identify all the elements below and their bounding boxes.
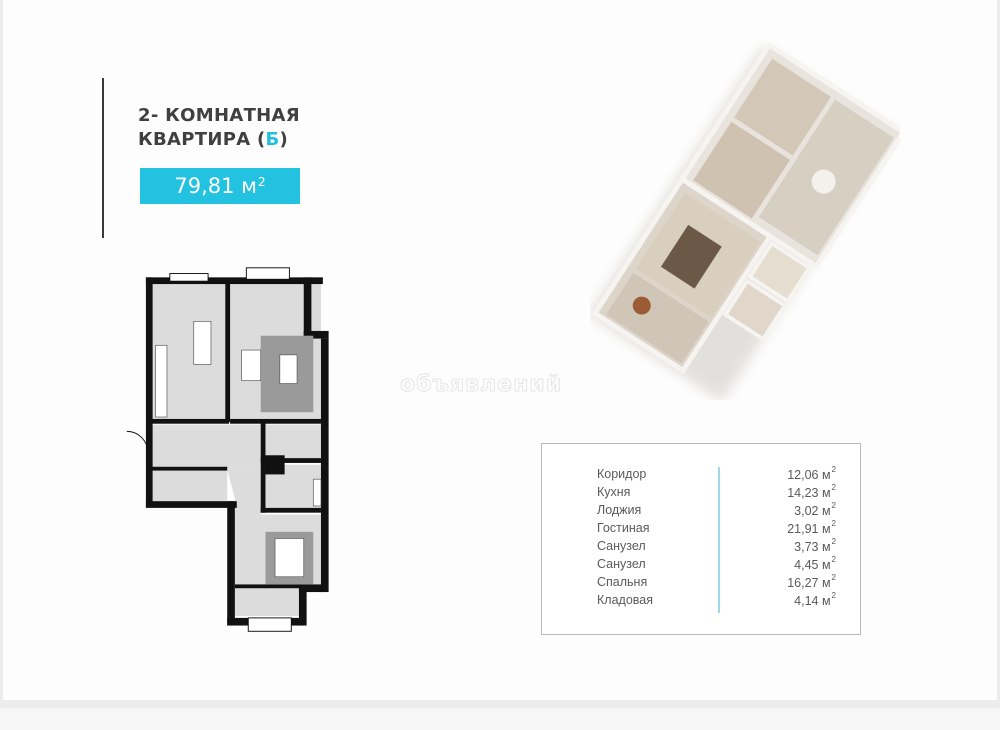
table-row: Гостиная 21,91 м2 bbox=[542, 519, 860, 539]
title-prefix: КВАРТИРА ( bbox=[138, 129, 266, 150]
frame-edge-right bbox=[997, 0, 1000, 730]
room-area: 4,14 м2 bbox=[794, 591, 836, 609]
room-name: Лоджия bbox=[597, 503, 642, 517]
room-name: Кладовая bbox=[597, 593, 653, 607]
total-area-value: 79,81 м bbox=[174, 174, 257, 198]
room-area: 16,27 м2 bbox=[787, 573, 836, 591]
floor-plan-2d bbox=[126, 267, 329, 632]
room-area: 4,45 м2 bbox=[794, 555, 836, 573]
frame-edge-left bbox=[0, 0, 3, 730]
title-suffix: ) bbox=[279, 129, 289, 150]
bottom-strip bbox=[0, 708, 1000, 730]
floor-plan-3d-render bbox=[590, 41, 900, 400]
room-area: 12,06 м2 bbox=[787, 465, 836, 483]
apartment-title: 2- КОМНАТНАЯ КВАРТИРА (Б) bbox=[138, 104, 300, 152]
room-name: Коридор bbox=[597, 467, 647, 481]
room-name: Санузел bbox=[597, 539, 646, 553]
room-name: Спальня bbox=[597, 575, 648, 589]
room-name: Санузел bbox=[597, 557, 646, 571]
room-area: 3,02 м2 bbox=[794, 501, 836, 519]
room-area: 14,23 м2 bbox=[787, 483, 836, 501]
room-area: 3,73 м2 bbox=[794, 537, 836, 555]
table-divider bbox=[718, 467, 720, 613]
watermark-text: объявлений bbox=[399, 372, 563, 398]
title-accent-letter: Б bbox=[265, 129, 280, 150]
entrance-door bbox=[126, 430, 149, 453]
rooms-area-table: Коридор 12,06 м2 Кухня 14,23 м2 Лоджия 3… bbox=[541, 443, 861, 635]
title-line-2: КВАРТИРА (Б) bbox=[138, 128, 300, 152]
walls bbox=[145, 277, 329, 626]
title-vertical-rule bbox=[102, 78, 104, 238]
table-row: Лоджия 3,02 м2 bbox=[542, 501, 860, 521]
room-name: Кухня bbox=[597, 485, 631, 499]
table-row: Кухня 14,23 м2 bbox=[542, 483, 860, 503]
table-row: Спальня 16,27 м2 bbox=[542, 573, 860, 593]
table-row: Санузел 3,73 м2 bbox=[542, 537, 860, 557]
total-area-unit-sup: 2 bbox=[258, 175, 266, 189]
windows bbox=[169, 267, 292, 632]
table-row: Коридор 12,06 м2 bbox=[542, 465, 860, 485]
furniture bbox=[155, 321, 322, 585]
bottom-divider-band bbox=[0, 700, 1000, 708]
room-name: Гостиная bbox=[597, 521, 650, 535]
title-line-1: 2- КОМНАТНАЯ bbox=[138, 105, 300, 126]
table-row: Санузел 4,45 м2 bbox=[542, 555, 860, 575]
room-area: 21,91 м2 bbox=[787, 519, 836, 537]
table-row: Кладовая 4,14 м2 bbox=[542, 591, 860, 611]
